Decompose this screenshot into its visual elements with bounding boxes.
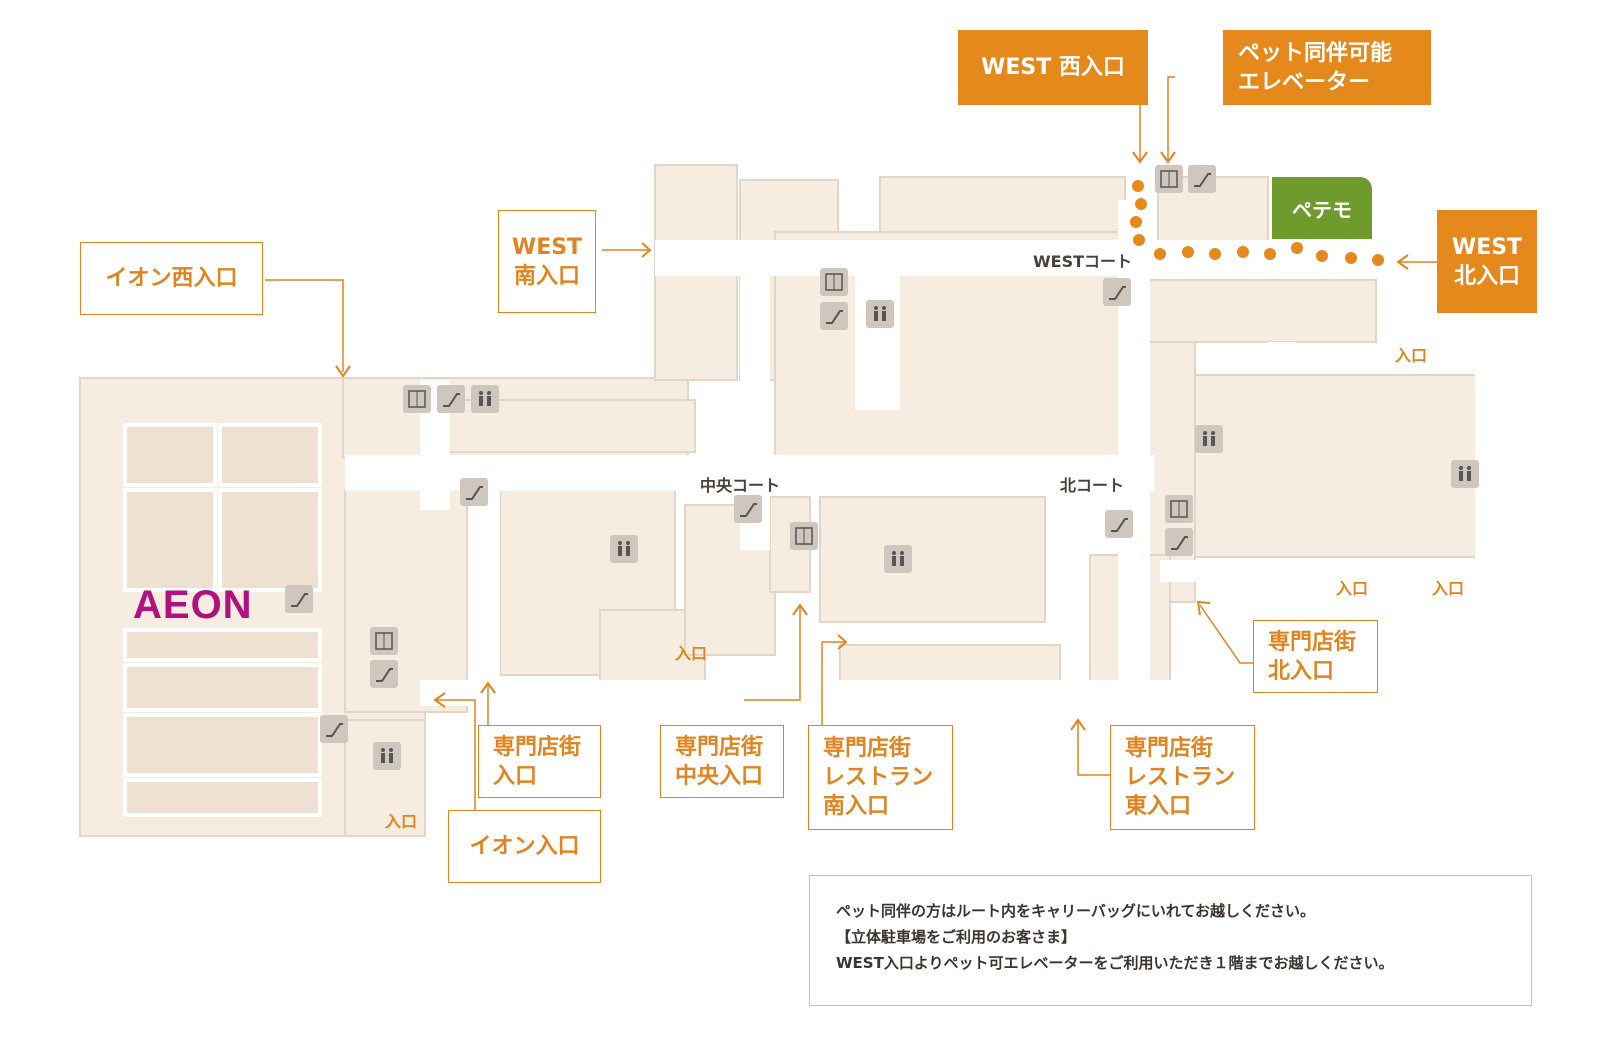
restroom-icon — [1451, 460, 1479, 488]
label-pet-elevator: ペット同伴可能エレベーター — [1223, 30, 1431, 105]
escalator-icon — [1165, 528, 1193, 556]
restroom-icon — [373, 742, 401, 770]
label-mall-restaurant-south-entrance: 専門店街レストラン南入口 — [808, 725, 953, 830]
court-label-west: WESTコート — [1033, 252, 1133, 271]
escalator-icon — [437, 385, 465, 413]
restroom-icon — [471, 385, 499, 413]
court-label-north: 北コート — [1060, 476, 1125, 495]
label-mall-restaurant-east-entrance: 専門店街レストラン東入口 — [1110, 725, 1255, 830]
label-west-west-entrance: WEST 西入口 — [958, 30, 1148, 105]
entrance-marker: 入口 — [385, 812, 418, 831]
label-mall-north-entrance: 専門店街北入口 — [1253, 620, 1378, 693]
escalator-icon — [285, 585, 313, 613]
escalator-icon — [370, 660, 398, 688]
notice-line: 【立体駐車場をご利用のお客さま】 — [836, 928, 1077, 946]
aeon-blocks — [123, 423, 322, 817]
paw-route — [1130, 180, 1384, 266]
label-mall-entrance: 専門店街入口 — [478, 725, 601, 798]
entrance-marker: 入口 — [675, 644, 708, 663]
label-aeon-west-entrance: イオン西入口 — [80, 242, 263, 315]
escalator-icon — [1188, 165, 1216, 193]
elevator-icon — [820, 268, 848, 296]
entrance-marker: 入口 — [1336, 579, 1369, 598]
notice-line: ペット同伴の方はルート内をキャリーバッグにいれてお越しください。 — [836, 902, 1315, 920]
elevator-icon — [1165, 495, 1193, 523]
elevator-icon — [790, 522, 818, 550]
notice-box: ペット同伴の方はルート内をキャリーバッグにいれてお越しください。 【立体駐車場を… — [809, 875, 1532, 1006]
elevator-icon — [403, 385, 431, 413]
escalator-icon — [734, 495, 762, 523]
label-aeon-entrance: イオン入口 — [448, 810, 601, 883]
restroom-icon — [884, 545, 912, 573]
connector-lines — [265, 76, 1437, 818]
escalator-icon — [1103, 278, 1131, 306]
elevator-icon — [370, 627, 398, 655]
escalator-icon — [320, 715, 348, 743]
escalator-icon — [460, 478, 488, 506]
entrance-marker: 入口 — [1395, 346, 1428, 365]
restroom-icon — [1195, 425, 1223, 453]
escalator-icon — [820, 302, 848, 330]
escalator-icon — [1105, 510, 1133, 538]
petemo-store[interactable]: ペテモ — [1272, 177, 1372, 239]
restroom-icon — [866, 300, 894, 328]
label-mall-central-entrance: 専門店街中央入口 — [660, 725, 784, 798]
elevator-icon — [1155, 165, 1183, 193]
restroom-icon — [610, 535, 638, 563]
notice-line: WEST入口よりペット可エレベーターをご利用いただき１階までお越しください。 — [836, 954, 1394, 972]
entrance-marker: 入口 — [1432, 579, 1465, 598]
aeon-logo: AEON — [133, 583, 253, 627]
court-label-central: 中央コート — [700, 476, 781, 495]
arrow-heads — [335, 151, 1409, 731]
